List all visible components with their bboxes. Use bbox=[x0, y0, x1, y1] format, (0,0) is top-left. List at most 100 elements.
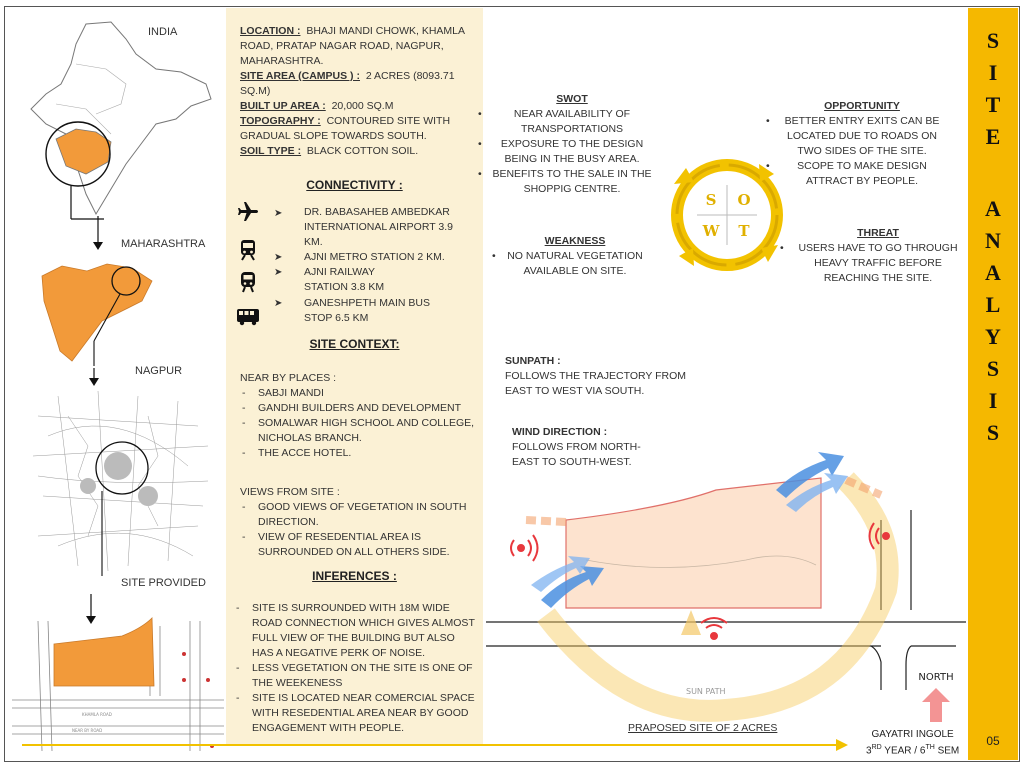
india-map bbox=[30, 21, 212, 220]
site-provided-label: SITE PROVIDED bbox=[121, 577, 206, 589]
sun-path-arc bbox=[537, 472, 899, 722]
nearby-item: GANDHI BUILDERS AND DEVELOPMENT bbox=[240, 401, 476, 416]
weakness-block: WEAKNESS NO NATURAL VEGETATION AVAILABLE… bbox=[492, 234, 650, 279]
nagpur-label: NAGPUR bbox=[135, 365, 183, 377]
threat-item: USERS HAVE TO GO THROUGH HEAVY TRAFFIC B… bbox=[780, 241, 968, 286]
title-letter: I bbox=[988, 60, 998, 85]
topography-value: CONTOURED SITE WITH GRADUAL SLOPE TOWARD… bbox=[240, 115, 451, 142]
railway-train-icon bbox=[241, 272, 255, 293]
author-semester: 3RD YEAR / 6TH SEM bbox=[866, 744, 960, 757]
wind-heading: WIND DIRECTION : bbox=[512, 426, 608, 438]
location-value: BHAJI MANDI CHOWK, KHAMLA ROAD, PRATAP N… bbox=[240, 25, 465, 67]
wind-arrow-southwest bbox=[531, 556, 604, 608]
location-block: LOCATION : BHAJI MANDI CHOWK, KHAMLA ROA… bbox=[240, 24, 476, 159]
nagpur-map bbox=[28, 390, 209, 576]
swot-cycle-diagram: S O W T bbox=[671, 159, 783, 271]
site-plan-map: KHAMLA ROAD NEAR BY ROAD bbox=[12, 617, 224, 752]
location-label: LOCATION : bbox=[240, 25, 301, 37]
noise-icon-east bbox=[868, 522, 890, 550]
nearby-item: SABJI MANDI bbox=[240, 386, 476, 401]
site-context-heading: SITE CONTEXT: bbox=[309, 337, 400, 351]
wind-text: FOLLOWS FROM NORTH- EAST TO SOUTH-WEST. bbox=[512, 441, 641, 468]
noise-icon-west bbox=[510, 534, 539, 562]
opportunity-item: BETTER ENTRY EXITS CAN BE LOCATED DUE TO… bbox=[766, 114, 950, 159]
connector-arrow bbox=[93, 216, 103, 250]
opportunity-heading: OPPORTUNITY bbox=[824, 100, 900, 112]
page-number: 05 bbox=[986, 734, 1000, 748]
wind-arrow-northeast bbox=[776, 452, 848, 512]
title-letter: Y bbox=[985, 324, 1001, 349]
swot-letter-w: W bbox=[702, 222, 721, 240]
strength-item: NEAR AVAILABILITY OF TRANSPORTATIONS bbox=[478, 107, 658, 137]
svg-text:KHAMLA ROAD: KHAMLA ROAD bbox=[82, 712, 112, 717]
title-letter: I bbox=[988, 388, 998, 413]
title-sidebar: S I T E A N A L Y S I S 05 bbox=[968, 8, 1018, 760]
nearby-places: NEAR BY PLACES : SABJI MANDI GANDHI BUIL… bbox=[240, 371, 476, 461]
title-letter: E bbox=[985, 124, 1001, 149]
bus-icon bbox=[237, 309, 259, 326]
site-area-label: SITE AREA (CAMPUS ) : bbox=[240, 70, 360, 82]
threat-heading: THREAT bbox=[857, 227, 899, 239]
views-from-site: VIEWS FROM SITE : GOOD VIEWS OF VEGETATI… bbox=[240, 485, 476, 560]
view-item: VIEW OF RESEDENTIAL AREA IS SURROUNDED O… bbox=[240, 530, 476, 560]
title-letter: T bbox=[985, 92, 1001, 117]
noise-icon-south bbox=[700, 617, 728, 640]
swot-letter-t: T bbox=[738, 222, 750, 240]
strength-block: SWOT NEAR AVAILABILITY OF TRANSPORTATION… bbox=[478, 92, 658, 197]
india-label: INDIA bbox=[148, 26, 178, 38]
inferences-heading: INFERENCES : bbox=[312, 569, 397, 583]
footer-arrow-line bbox=[22, 744, 842, 746]
soil-type-label: SOIL TYPE : bbox=[240, 145, 302, 157]
north-arrow-icon bbox=[922, 688, 950, 722]
opportunity-block: OPPORTUNITY BETTER ENTRY EXITS CAN BE LO… bbox=[766, 99, 950, 189]
nearby-label: NEAR BY PLACES : bbox=[240, 372, 337, 384]
inference-item: SITE IS SURROUNDED WITH 18M WIDE ROAD CO… bbox=[234, 601, 478, 661]
connectivity-bullet: ➤ bbox=[274, 208, 283, 219]
title-letter: A bbox=[985, 196, 1001, 221]
sunpath-heading: SUNPATH : bbox=[505, 355, 561, 367]
opportunity-item: SCOPE TO MAKE DESIGN ATTRACT BY PEOPLE. bbox=[766, 159, 950, 189]
north-label: NORTH bbox=[918, 672, 953, 683]
title-letter: N bbox=[985, 228, 1001, 253]
site-area-value: 2 ACRES (8093.71 SQ.M) bbox=[240, 70, 455, 97]
swot-letter-o: O bbox=[737, 191, 750, 209]
threat-block: THREAT USERS HAVE TO GO THROUGH HEAVY TR… bbox=[780, 226, 968, 286]
connectivity-heading: CONNECTIVITY : bbox=[306, 178, 403, 192]
sunpath-text: FOLLOWS THE TRAJECTORY FROM EAST TO WEST… bbox=[505, 370, 687, 397]
connectivity-bullet: ➤ bbox=[274, 252, 283, 263]
inferences-list: SITE IS SURROUNDED WITH 18M WIDE ROAD CO… bbox=[234, 601, 478, 736]
airport-distance: DR. BABASAHEB AMBEDKAR INTERNATIONAL AIR… bbox=[304, 206, 453, 248]
weakness-item: NO NATURAL VEGETATION AVAILABLE ON SITE. bbox=[492, 249, 650, 279]
bus-distance: GANESHPETH MAIN BUS STOP 6.5 KM bbox=[304, 297, 431, 324]
connector-arrow bbox=[89, 368, 99, 386]
strength-item: EXPOSURE TO THE DESIGN BEING IN THE BUSY… bbox=[478, 137, 658, 167]
road-lines bbox=[486, 510, 966, 690]
metro-distance: AJNI METRO STATION 2 KM. bbox=[304, 251, 445, 263]
topography-label: TOPOGRAPHY : bbox=[240, 115, 321, 127]
author-name: GAYATRI INGOLE bbox=[871, 729, 954, 740]
maharashtra-label: MAHARASHTRA bbox=[121, 238, 206, 250]
title-letter: S bbox=[986, 420, 1000, 445]
connectivity-bullet: ➤ bbox=[274, 267, 283, 278]
wind-block: WIND DIRECTION : FOLLOWS FROM NORTH- EAS… bbox=[512, 425, 662, 470]
built-up-label: BUILT UP AREA : bbox=[240, 100, 326, 112]
title-letter: S bbox=[986, 356, 1000, 381]
diagram-caption: PRAPOSED SITE OF 2 ACRES bbox=[628, 722, 778, 734]
page-frame bbox=[4, 6, 1020, 762]
swot-letter-s: S bbox=[706, 191, 717, 209]
svg-text:NEAR BY ROAD: NEAR BY ROAD bbox=[72, 728, 102, 733]
footer-arrow-head bbox=[836, 739, 848, 751]
railway-distance: AJNI RAILWAY STATION 3.8 KM bbox=[304, 266, 385, 293]
title-letter: S bbox=[986, 28, 1000, 53]
nearby-item: SOMALWAR HIGH SCHOOL AND COLLEGE, NICHOL… bbox=[240, 416, 476, 446]
title-letter: A bbox=[985, 260, 1001, 285]
sun-path-label: SUN PATH bbox=[686, 687, 726, 696]
nearby-item: THE ACCE HOTEL. bbox=[240, 446, 476, 461]
strength-item: BENEFITS TO THE SALE IN THE SHOPPIG CENT… bbox=[478, 167, 658, 197]
swot-heading: SWOT bbox=[556, 93, 588, 105]
view-item: GOOD VIEWS OF VEGETATION IN SOUTH DIRECT… bbox=[240, 500, 476, 530]
connectivity-bullet: ➤ bbox=[274, 298, 283, 309]
inference-item: LESS VEGETATION ON THE SITE IS ONE OF TH… bbox=[234, 661, 478, 691]
site-analysis-diagram: SUN PATH NORTH bbox=[486, 452, 966, 722]
inference-item: SITE IS LOCATED NEAR COMERCIAL SPACE WIT… bbox=[234, 691, 478, 736]
